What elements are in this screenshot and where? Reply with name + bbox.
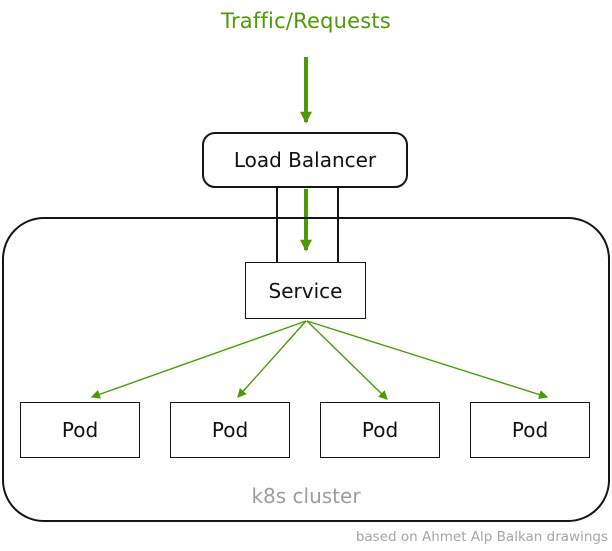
pod-label: Pod <box>61 418 99 442</box>
service-node: Service <box>245 262 366 319</box>
pod-node: Pod <box>20 402 140 458</box>
attribution-text: based on Ahmet Alp Balkan drawings <box>355 529 608 545</box>
cluster-label: k8s cluster <box>251 484 361 508</box>
pod-label: Pod <box>511 418 549 442</box>
load-balancer-node: Load Balancer <box>202 132 408 188</box>
load-balancer-label: Load Balancer <box>233 148 377 172</box>
pod-label: Pod <box>211 418 249 442</box>
pod-node: Pod <box>170 402 290 458</box>
k8s-cluster-boundary <box>2 217 610 522</box>
pod-node: Pod <box>320 402 440 458</box>
pod-node: Pod <box>470 402 590 458</box>
diagram-title: Traffic/Requests <box>221 9 391 33</box>
service-label: Service <box>268 278 343 303</box>
pod-label: Pod <box>361 418 399 442</box>
